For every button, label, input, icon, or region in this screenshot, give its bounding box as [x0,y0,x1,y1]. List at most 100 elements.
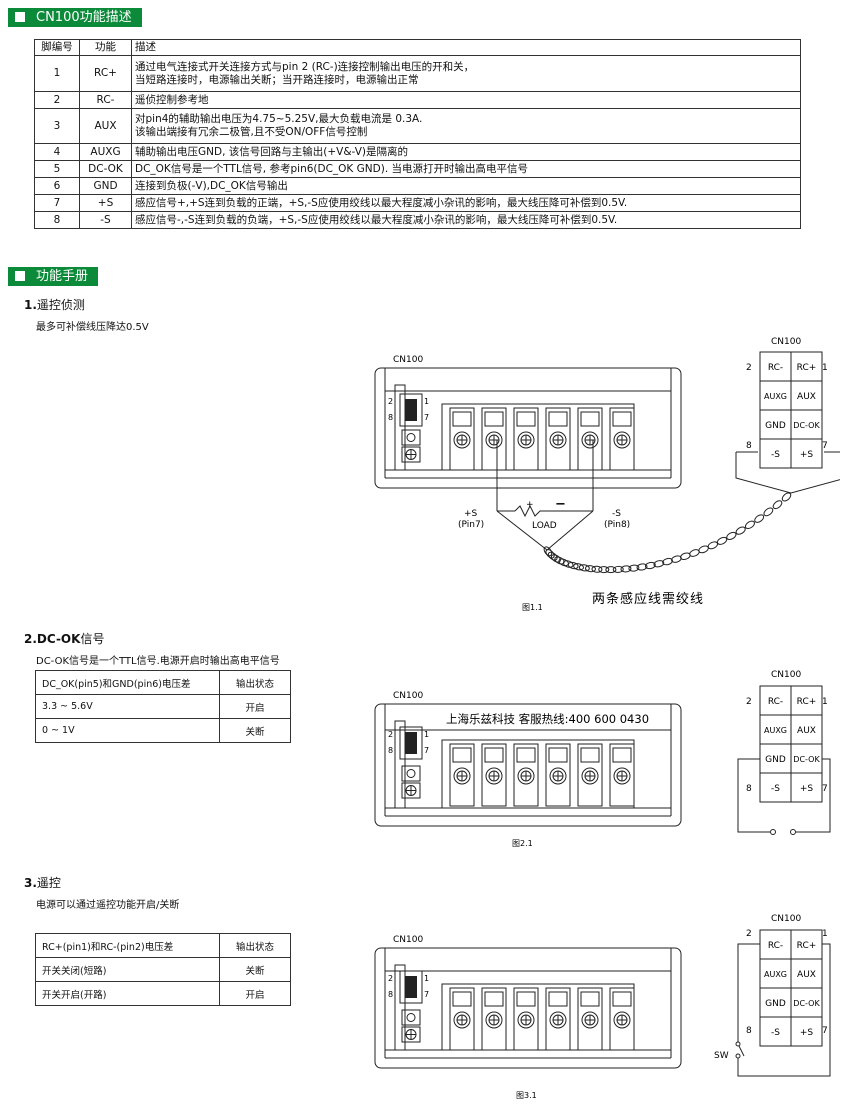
pin-label: 8 [746,1026,752,1036]
connector-cell [759,987,792,1018]
twist-link [726,531,737,541]
table-cell: 开关开启(开路) [35,981,220,1006]
table-cell: 开关关闭(短路) [35,957,220,982]
subsection-1-heading: 1.遥控侦测 [24,296,85,313]
pin-label: 2 [388,397,393,406]
cell-func: RC+ [79,55,132,92]
pin-label: 8 [746,441,752,451]
header-desc: 描述 [131,39,801,56]
twist-link [584,565,596,573]
desc-line: 对pin4的辅助输出电压为4.75~5.25V,最大负载电流是 0.3A. [135,113,423,125]
terminal-cap [612,411,632,427]
cn100-label: CN100 [771,914,801,924]
twisted-pair-note: 两条感应线需绞线 [592,591,704,607]
led-icon [406,769,416,778]
cell-func: +S [79,194,132,212]
terminal-cap [484,747,504,763]
pin-label: 8 [388,413,393,422]
sense-funnel [735,452,840,494]
cn100-pins [405,976,417,998]
table-row: 开关关闭(短路)关断 [35,957,291,982]
terminal-cap [452,991,472,1007]
terminal-slot [481,407,507,471]
connector-cell-label: RC- [768,941,783,951]
twist-link [543,546,553,557]
wire-dc-ok-gnd [737,758,770,833]
terminal-slot [609,987,635,1051]
table-cell: 关断 [219,957,291,982]
subsection-1-desc: 最多可补偿线压降达0.5V [36,322,149,333]
led-icon [406,433,416,442]
terminal-cap [452,747,472,763]
screw-icon [613,767,631,785]
connector-cell-label: -S [771,1028,780,1038]
connector-cell-label: RC- [768,363,783,373]
terminal-point [790,829,796,835]
terminal-slot [513,743,539,807]
cell-desc: 辅助输出电压GND, 该信号回路与主输出(+V&-V)是隔离的 [131,143,801,161]
wire [496,510,548,551]
cn100-label: CN100 [393,355,423,365]
cell-pin: 3 [34,108,80,144]
connector-cell-label: -S [771,450,780,460]
load-minus: − [555,497,566,512]
screw-icon [517,431,535,449]
twist-link [545,549,555,559]
twist-link [554,556,565,565]
table-row: 5 DC-OK DC_OK信号是一个TTL信号, 参考pin6(DC_OK GN… [34,160,801,178]
connector-cell-label: -S [771,784,780,794]
wire-dc-ok [796,758,831,833]
screw-icon [581,431,599,449]
screw-icon [485,1011,503,1029]
cell-func: AUXG [79,143,132,161]
screw-icon [485,431,503,449]
twist-link [578,564,590,572]
figure-caption: 图1.1 [522,603,543,612]
adjust-pot [401,446,421,463]
desc-line: 该输出端接有冗余二极管,且不受ON/OFF信号控制 [135,126,368,138]
connector-cell [759,438,792,469]
connector-cell-label: AUXG [764,970,787,979]
terminal-cap [548,411,568,427]
heading-title: 遥控 [36,876,61,890]
connector-cell-label: RC+ [797,941,817,951]
connector-cell-label: RC+ [797,697,817,707]
connector-cell-label: +S [800,1028,814,1038]
pin-label: 8 [388,990,393,999]
screw-icon [581,767,599,785]
twist-link [735,526,746,535]
subsection-2-desc: DC-OK信号是一个TTL信号.电源开启时输出高电平信号 [36,656,280,667]
heading-num: 2.DC-OK [24,632,81,646]
cell-func: GND [79,177,132,195]
minus-s-label: -S [612,509,621,519]
connector-cell [790,929,823,960]
cell-func: RC- [79,91,132,109]
connector-cell-label: DC-OK [793,421,820,430]
psu-outline [374,947,682,1069]
table-row: 1 RC+ 通过电气连接式开关连接方式与pin 2 (RC-)连接控制输出电压的… [34,55,801,92]
cn100-pins [405,399,417,421]
twist-link [567,561,579,570]
twist-link [547,551,558,561]
table-cell: 输出状态 [219,670,291,695]
load-label: LOAD [532,521,557,531]
terminal-cap [452,411,472,427]
table-cell: 3.3 ~ 5.6V [35,694,220,719]
led-indicator [401,765,421,782]
pin7-label: (Pin7) [458,520,484,530]
twisted-pair [543,492,792,574]
connector-cell-label: GND [765,755,786,765]
pin8-label: (Pin8) [604,520,630,530]
pin-label: 7 [822,1026,828,1036]
pin-label: 7 [822,784,828,794]
terminal-cap [516,991,536,1007]
pin-label: 1 [424,974,429,983]
twist-link [707,541,719,550]
terminal-slot [577,743,603,807]
terminal-screws [449,987,635,1051]
connector-cell-label: RC+ [797,363,817,373]
header-func: 功能 [79,39,132,56]
